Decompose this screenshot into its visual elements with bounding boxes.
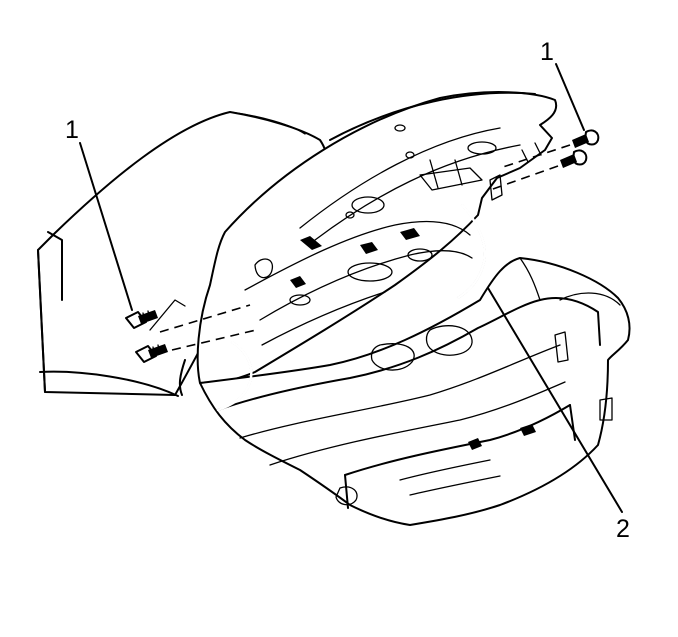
callout-1-right: 1 [540,38,554,66]
callout-1-left: 1 [65,116,79,144]
bolt-left-lower [135,344,168,363]
right-bolts [489,129,600,191]
leader-left-bolts [79,142,133,311]
leader-lines [79,63,623,513]
trunk-body [199,257,631,526]
trunk-lid [196,91,558,385]
left-bolts [125,299,257,363]
bolt-right-upper [572,129,600,148]
trunk-lid-hinge [178,203,487,412]
bolt-left-upper [125,310,158,329]
bolt-right-lower [560,149,588,168]
callout-2: 2 [616,515,630,543]
leader-right-bolts [555,63,585,131]
leader-hinge [487,287,623,513]
